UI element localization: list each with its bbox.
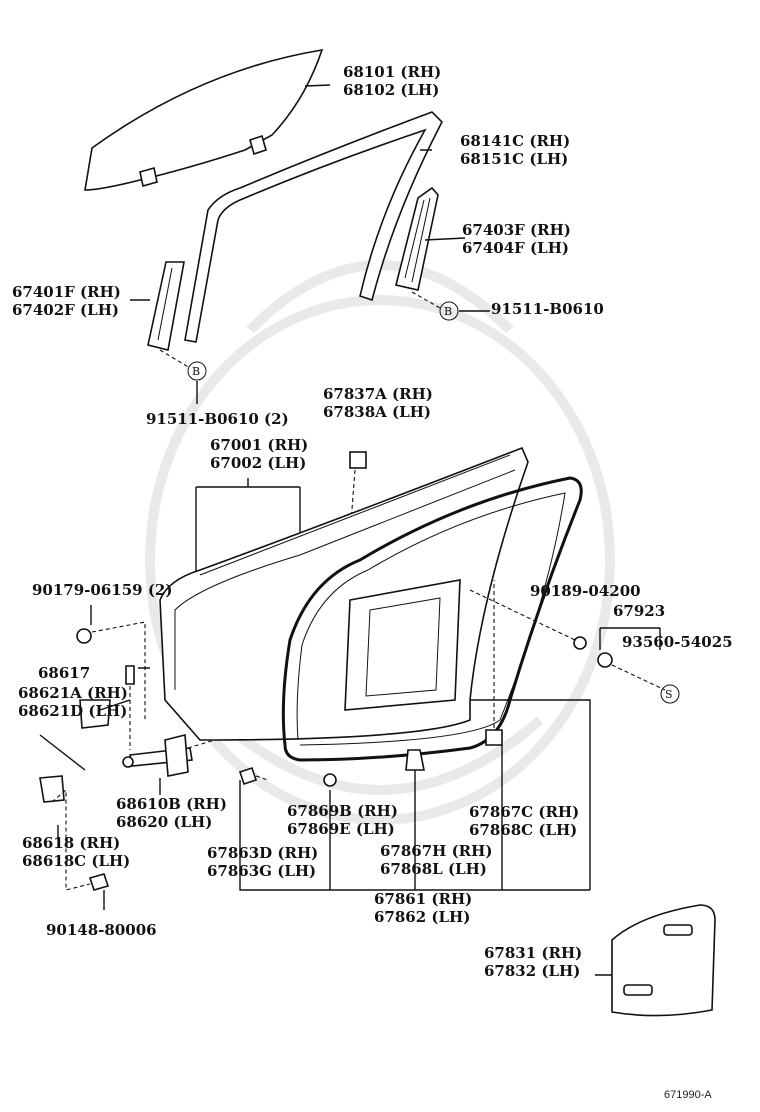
clip-67867h	[405, 749, 425, 771]
label-68610b: 68610B (RH)68620 (LH)	[116, 795, 227, 831]
pad-block	[349, 451, 367, 469]
callout-b-lower-letter: B	[192, 365, 201, 378]
callout-b-lower	[187, 361, 207, 381]
label-68621a: 68621A (RH)68621D (LH)	[18, 684, 128, 720]
label-90189: 90189-04200	[530, 582, 641, 600]
bracket-68618	[39, 775, 65, 803]
callout-s-letter: S	[665, 688, 673, 701]
label-91511-right: 91511-B0610	[491, 300, 604, 318]
hinge-plate	[79, 699, 111, 729]
label-68101: 68101 (RH)68102 (LH)	[343, 63, 442, 99]
door-check	[122, 733, 193, 777]
glass-clip-upper	[249, 134, 267, 156]
label-68141c: 68141C (RH)68151C (LH)	[460, 132, 571, 168]
callout-b-upper	[439, 301, 459, 321]
label-67403f: 67403F (RH)67404F (LH)	[462, 221, 571, 257]
front-lower-frame	[147, 261, 185, 351]
clip-67867c	[485, 729, 503, 746]
glass-run-channel	[184, 111, 443, 343]
bolt-90179	[76, 628, 92, 644]
label-67401f: 67401F (RH)67402F (LH)	[12, 283, 121, 319]
label-67869b: 67869B (RH)67869E (LH)	[287, 802, 398, 838]
door-weatherstrip	[281, 476, 583, 762]
callout-b-upper-letter: B	[444, 305, 453, 318]
label-67867h: 67867H (RH)67868L (LH)	[380, 842, 493, 878]
clip-67863	[238, 766, 258, 786]
pin-68617	[125, 665, 135, 685]
screw-90189	[573, 636, 587, 650]
label-67923: 67923	[613, 602, 666, 620]
door-glass	[84, 48, 324, 191]
label-93560: 93560-54025	[622, 633, 733, 651]
clip-67869	[323, 773, 337, 787]
glass-clip-lower	[139, 166, 158, 188]
callout-s	[660, 684, 680, 704]
label-67831: 67831 (RH)67832 (LH)	[484, 944, 583, 980]
label-67867c: 67867C (RH)67868C (LH)	[469, 803, 580, 839]
stopper-93560	[597, 652, 613, 668]
inner-trim-panel	[611, 904, 716, 1017]
door-shell	[159, 446, 529, 741]
label-67001: 67001 (RH)67002 (LH)	[210, 436, 309, 472]
label-90148: 90148-80006	[46, 921, 157, 939]
label-67863d: 67863D (RH)67863G (LH)	[207, 844, 319, 880]
diagram-reference-number: 671990-A	[664, 1089, 712, 1101]
label-90179: 90179-06159 (2)	[32, 581, 173, 599]
rear-lower-frame	[395, 186, 439, 291]
label-67837a: 67837A (RH)67838A (LH)	[323, 385, 433, 421]
label-68618: 68618 (RH)68618C (LH)	[22, 834, 131, 870]
label-67861: 67861 (RH)67862 (LH)	[374, 890, 473, 926]
screw-90148	[88, 873, 110, 891]
label-91511-left: 91511-B0610 (2)	[146, 410, 289, 428]
label-68617: 68617	[38, 664, 91, 682]
